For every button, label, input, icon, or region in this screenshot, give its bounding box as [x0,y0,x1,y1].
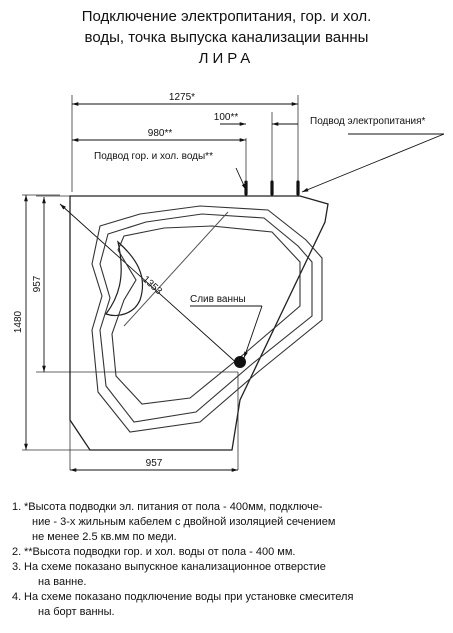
drain-icon [234,356,246,368]
center-line [123,211,229,327]
dim-1353: 1353 [140,274,164,297]
note-item: 4. На схеме показано подключение воды пр… [12,591,354,618]
dim-980: 980** [148,128,173,139]
dim-957-left: 957 [32,275,43,292]
title-line-1: Подключение электропитания, гор. и хол. [81,8,372,25]
label-water-supply: Подвод гор. и хол. воды** [94,151,213,162]
diagram-title: Подключение электропитания, гор. и хол. … [0,6,453,69]
dim-100: 100** [214,112,239,123]
dim-1480: 1480 [13,310,24,333]
tub-basin [111,225,301,405]
tub-rim-inner [99,213,313,423]
label-power-supply: Подвод электропитания* [310,116,426,127]
label-drain: Слив ванны [190,294,246,305]
tub-seat [105,240,144,317]
note-item: 3. На схеме показано выпускное канализац… [12,561,326,588]
tub-rim-outer [91,205,323,433]
dimension-lines [24,102,298,472]
note-item: 2. **Высота подводки гор. и хол. воды от… [12,546,296,558]
dim-1275: 1275* [169,92,195,103]
dim-957-bottom: 957 [146,458,163,469]
title-line-3: ЛИРА [198,50,255,67]
leader-lines [190,133,445,359]
note-item: 1. *Высота подводки эл. питания от пола … [12,501,336,543]
tub-outer-outline [69,195,329,451]
title-line-2: воды, точка выпуска канализации ванны [84,29,369,46]
connection-posts [244,180,300,196]
notes-list: 1. *Высота подводки эл. питания от пола … [12,500,447,620]
